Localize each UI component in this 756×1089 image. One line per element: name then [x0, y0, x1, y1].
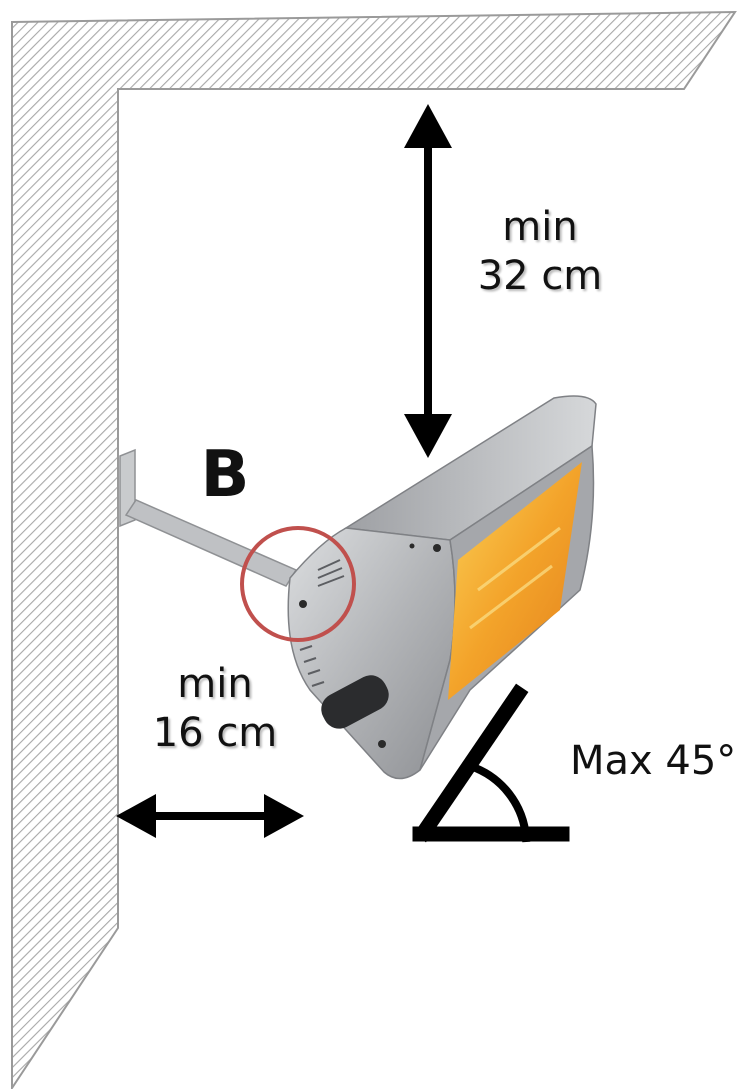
- wall-clearance-label: min 16 cm: [130, 660, 300, 758]
- max-tilt-label: Max 45°: [570, 738, 737, 784]
- heating-panel: [448, 462, 582, 700]
- wall-bracket: [119, 448, 298, 587]
- ceiling-min-text: min: [502, 204, 578, 250]
- angle-symbol-icon: [412, 683, 570, 843]
- wall-cross-section: [11, 10, 737, 1089]
- wall-distance-text: 16 cm: [152, 709, 278, 756]
- bracket-label: B: [200, 438, 250, 512]
- ceiling-clearance-label: min 32 cm: [455, 203, 625, 301]
- knob-icon: [321, 675, 389, 729]
- double-arrow-horizontal-icon: [116, 794, 304, 838]
- heater-unit: [287, 395, 597, 780]
- wall-min-text: min: [177, 661, 253, 707]
- ceiling-distance-text: 32 cm: [477, 252, 603, 299]
- double-arrow-vertical-icon: [404, 104, 452, 458]
- highlight-circle: [240, 526, 356, 642]
